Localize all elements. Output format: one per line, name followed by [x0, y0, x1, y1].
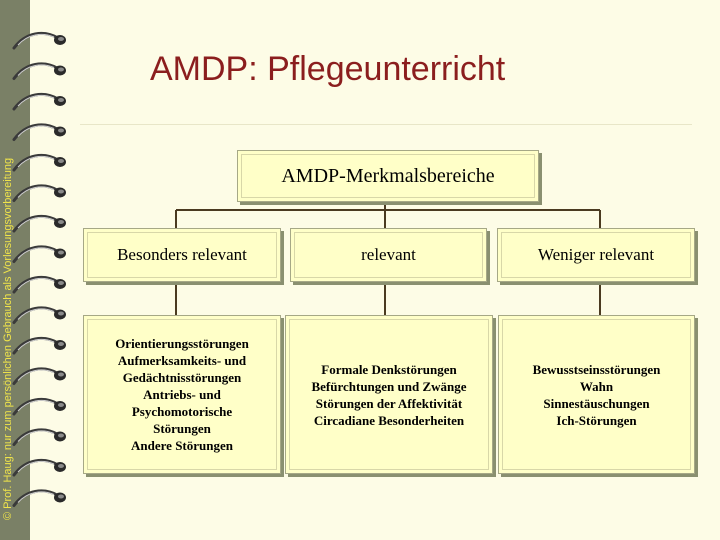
list-item: Aufmerksamkeits- und — [117, 353, 247, 368]
spiral-binding-ring-icon — [12, 153, 66, 172]
side-band — [0, 0, 30, 540]
list-item: Gedächtnisstörungen — [122, 370, 242, 385]
detail-list: Orientierungsstörungen Aufmerksamkeits- … — [115, 335, 249, 454]
list-item: Befürchtungen und Zwänge — [311, 378, 467, 394]
list-item: Formale Denkstörungen — [321, 361, 457, 377]
list-item: Antriebs- und — [143, 387, 221, 402]
list-item: Störungen — [153, 421, 211, 436]
spiral-binding-ring-icon — [12, 428, 66, 446]
root-box: AMDP-Merkmalsbereiche — [237, 150, 539, 202]
category-label: relevant — [361, 245, 416, 264]
list-item: Ich-Störungen — [556, 412, 637, 428]
spiral-binding-ring-icon — [12, 489, 66, 507]
spiral-binding-ring-icon — [12, 31, 66, 50]
category-box-weniger-relevant: Weniger relevant — [497, 228, 695, 282]
title-divider — [80, 124, 692, 125]
list-item: Orientierungsstörungen — [115, 336, 249, 351]
spiral-binding-ring-icon — [12, 367, 66, 385]
category-label: Besonders relevant — [117, 245, 247, 264]
detail-box-relevant: Formale Denkstörungen Befürchtungen und … — [285, 315, 493, 474]
category-box-besonders-relevant: Besonders relevant — [83, 228, 281, 282]
detail-list: Bewusstseinsstörungen Wahn Sinnestäuschu… — [533, 361, 661, 429]
category-label: Weniger relevant — [537, 245, 655, 264]
detail-box-besonders-relevant: Orientierungsstörungen Aufmerksamkeits- … — [83, 315, 281, 474]
list-item: Bewusstseinsstörungen — [532, 361, 661, 377]
spiral-binding-ring-icon — [12, 458, 66, 477]
list-item: Psychomotorische — [131, 404, 233, 419]
list-item: Sinnestäuschungen — [543, 395, 650, 411]
spiral-binding-ring-icon — [12, 184, 66, 202]
root-label: AMDP-Merkmalsbereiche — [281, 164, 495, 187]
list-item: Wahn — [579, 378, 614, 394]
spiral-binding-ring-icon — [12, 62, 66, 80]
page-title: AMDP: Pflegeunterricht — [150, 50, 506, 88]
list-item: Störungen der Affektivität — [315, 395, 463, 411]
spiral-binding-ring-icon — [12, 336, 66, 355]
spiral-binding-ring-icon — [12, 123, 66, 141]
page-sheet — [30, 0, 80, 540]
detail-list: Formale Denkstörungen Befürchtungen und … — [311, 361, 466, 429]
detail-box-weniger-relevant: Bewusstseinsstörungen Wahn Sinnestäuschu… — [498, 315, 695, 474]
list-item: Circadiane Besonderheiten — [313, 412, 465, 428]
spiral-binding-ring-icon — [12, 397, 66, 416]
spiral-binding — [12, 31, 66, 507]
spiral-binding-ring-icon — [12, 214, 66, 233]
spiral-binding-ring-icon — [12, 92, 66, 111]
spiral-binding-ring-icon — [12, 245, 66, 263]
spiral-binding-ring-icon — [12, 275, 66, 294]
spiral-binding-ring-icon — [12, 306, 66, 324]
list-item: Andere Störungen — [131, 438, 233, 453]
category-box-relevant: relevant — [290, 228, 487, 282]
